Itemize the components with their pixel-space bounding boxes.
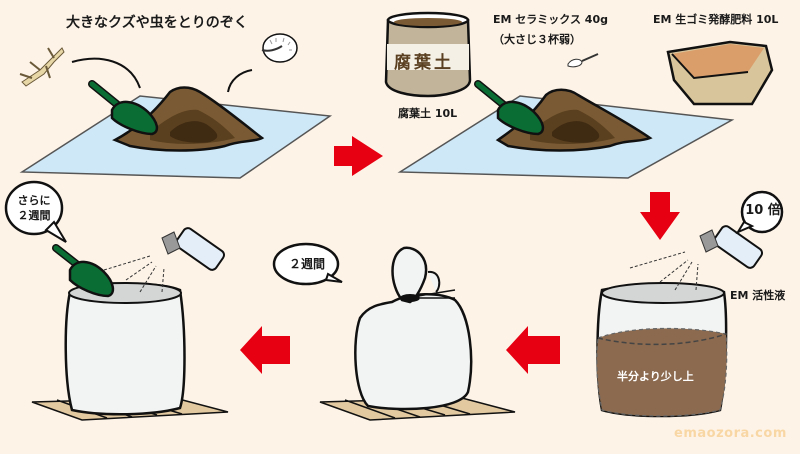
- speech-bubble: [4, 180, 67, 243]
- spray-bottle-icon: [161, 227, 226, 271]
- step5-illustration: [4, 180, 229, 421]
- arrow-right-icon: [334, 136, 383, 176]
- toss-arc: [227, 69, 253, 93]
- toss-arc: [71, 57, 141, 89]
- arrow-down-icon: [640, 192, 680, 240]
- spray-bottle-icon: [699, 225, 764, 269]
- trowel-icon: [474, 80, 545, 136]
- trowel-icon: [52, 244, 115, 298]
- trowel-icon: [88, 80, 159, 136]
- em-fertilizer-label: EM 生ゴミ発酵肥料 10L: [653, 13, 779, 26]
- branch-debris-icon: [19, 47, 65, 87]
- fill-level-label: 半分より少し上: [617, 370, 694, 383]
- step4-illustration: [272, 242, 516, 421]
- fertilizer-container-icon: [666, 40, 774, 106]
- spray-mist: [103, 255, 165, 293]
- em-ceramics-label: EM セラミックス 40g: [493, 13, 608, 26]
- speech-bubble: [272, 242, 343, 286]
- tied-bag: [354, 292, 473, 411]
- speech-bubble: [735, 190, 784, 235]
- grub-icon: [261, 33, 298, 63]
- watermark: emaozora.com: [674, 426, 787, 441]
- em-liquid-label: EM 活性液: [730, 289, 786, 302]
- arrow-left-icon: [506, 326, 560, 374]
- step1-caption: 大きなクズや虫をとりのぞく: [66, 15, 248, 31]
- leaf-mold-label: 腐葉土 10L: [398, 107, 458, 120]
- spray-mist: [629, 251, 699, 291]
- arrow-left-icon: [240, 326, 290, 374]
- two-weeks-bubble-text: ２週間: [288, 257, 325, 271]
- step1-illustration: [19, 33, 333, 179]
- compost-fill: [596, 327, 728, 417]
- leaf-mold-bag-icon: [384, 11, 472, 98]
- bubble-line-1: さらに: [17, 194, 51, 207]
- step3-illustration: [596, 190, 784, 418]
- em-ceramics-note: （大さじ３杯弱）: [493, 33, 581, 46]
- dilution-bubble-text: 10 倍: [745, 203, 781, 218]
- two-more-weeks-bubble-text: さらに ２週間: [6, 193, 62, 223]
- leaf-mold-bag-label: 腐葉土: [394, 53, 454, 73]
- measuring-spoon-icon: [567, 53, 599, 68]
- bubble-line-2: ２週間: [17, 209, 51, 222]
- step2-illustration: [384, 11, 774, 179]
